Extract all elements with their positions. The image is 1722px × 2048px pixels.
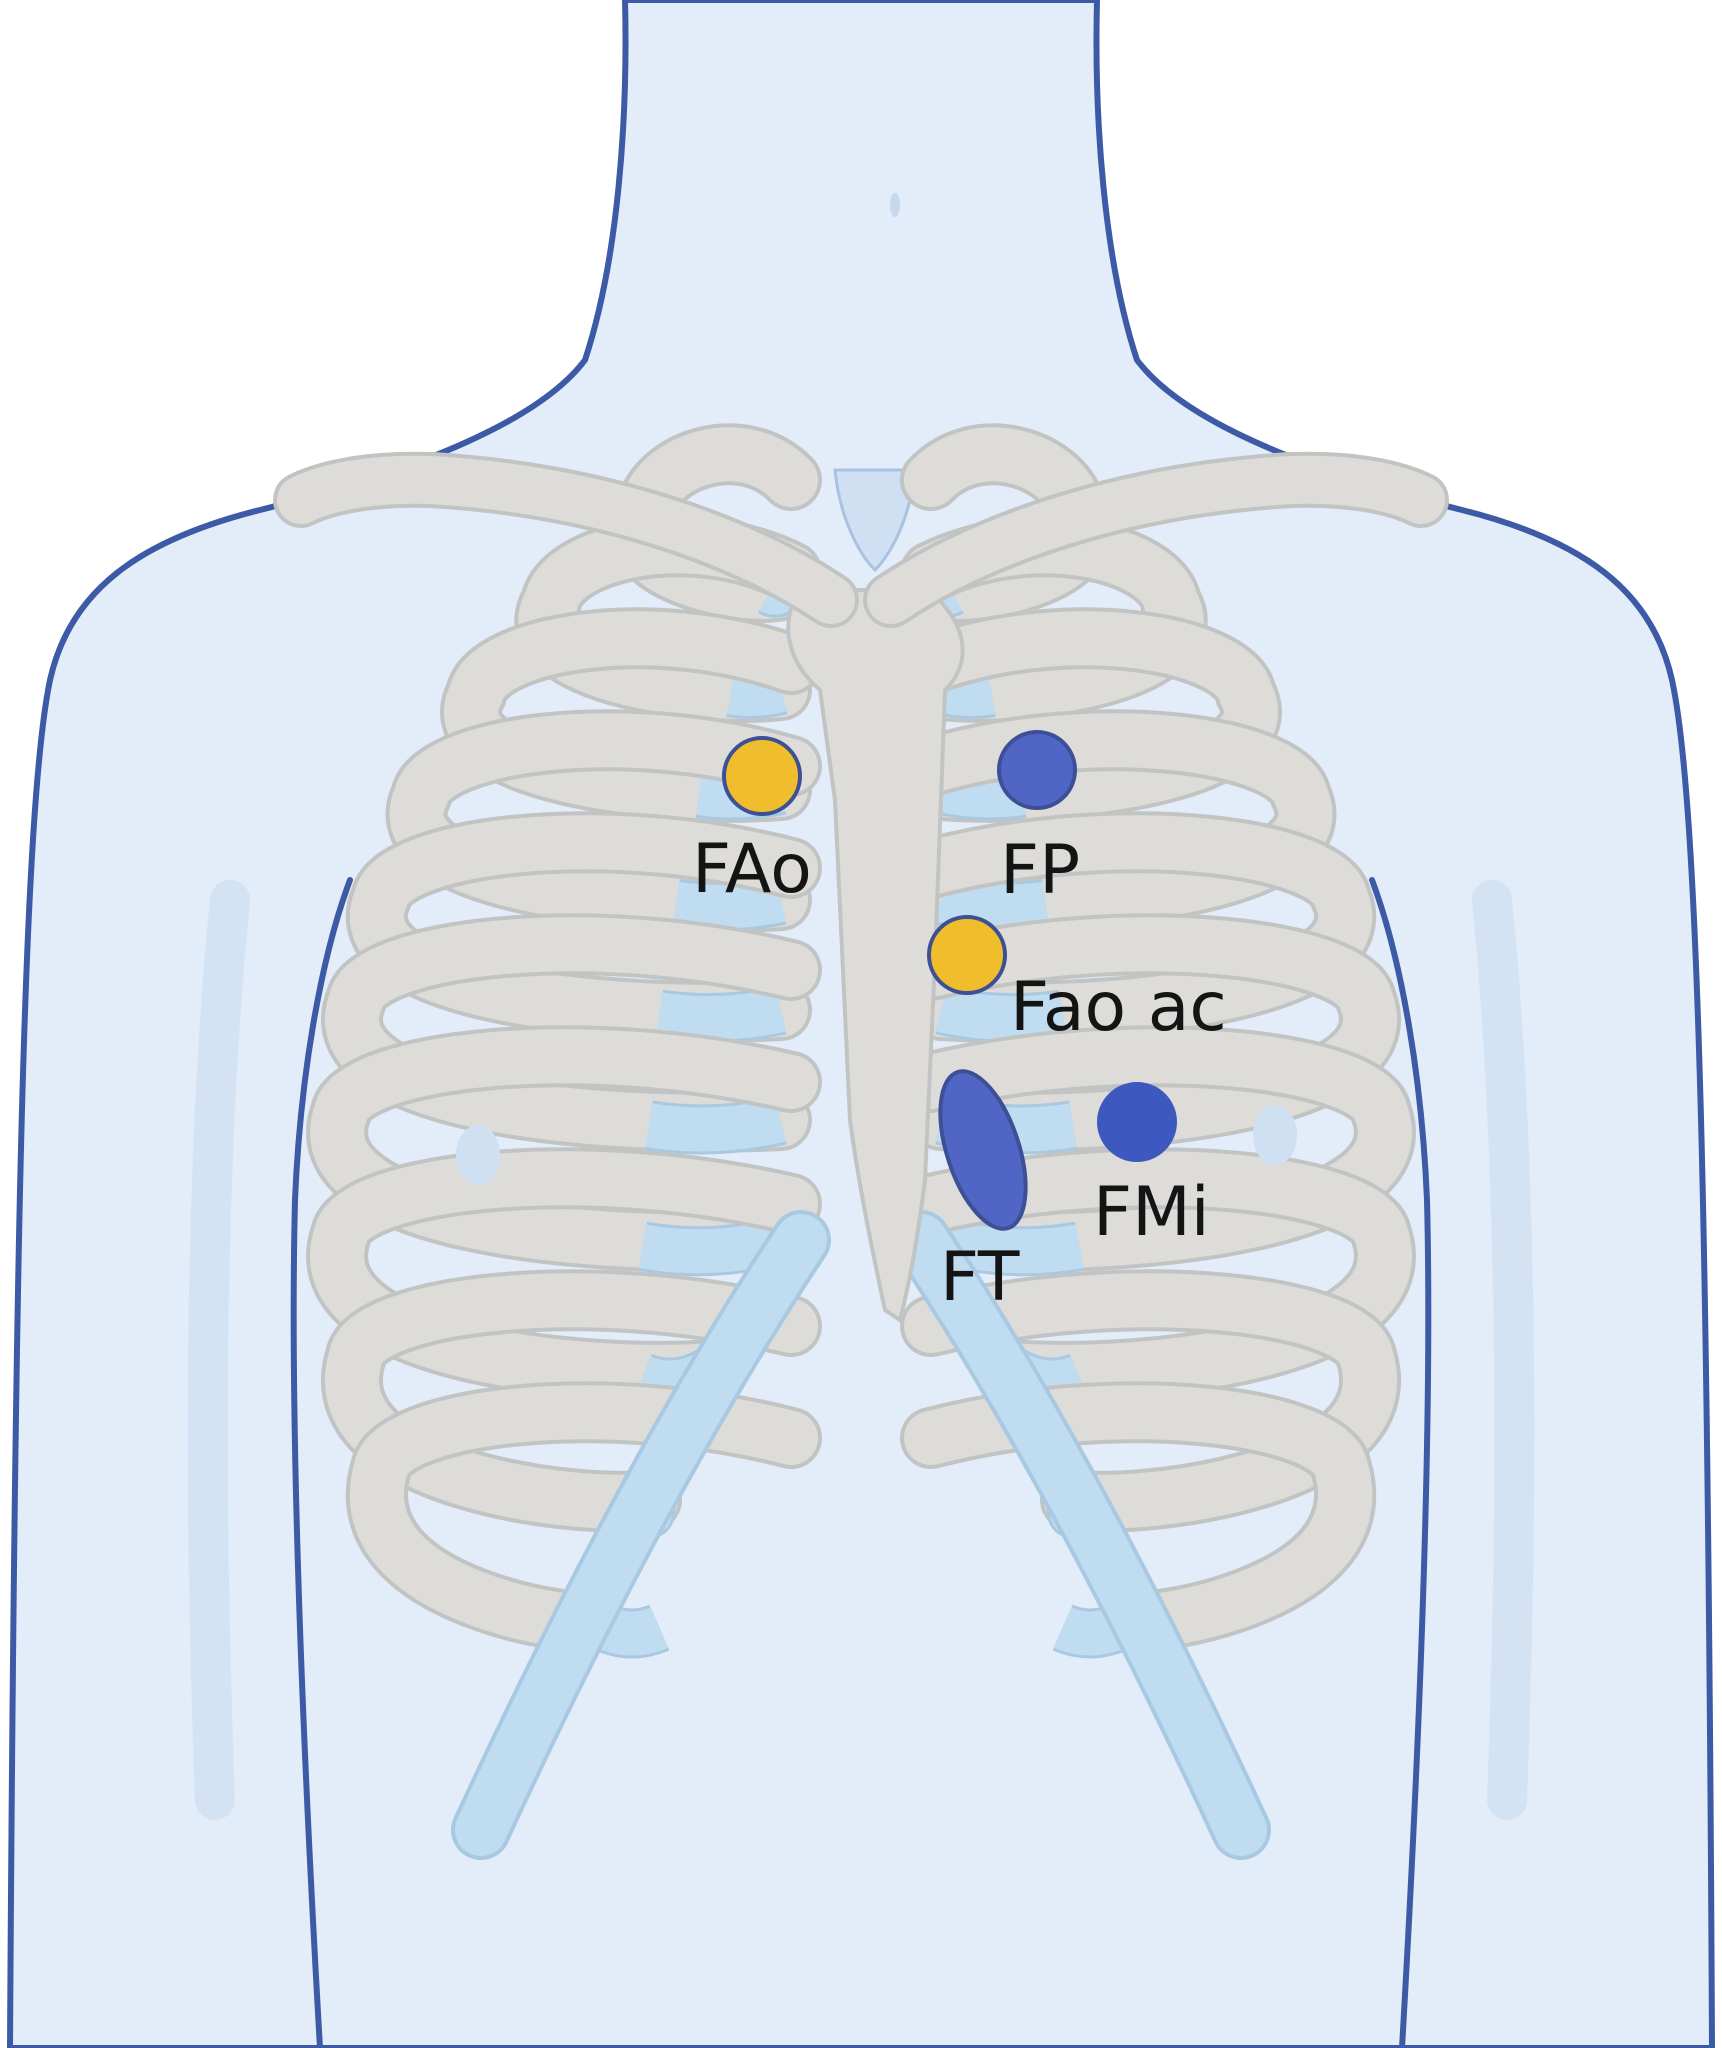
rib-bone (904, 1151, 1412, 1399)
nipples (456, 1105, 1297, 1185)
label-pulmonary: FP (1000, 831, 1080, 910)
sternum (786, 588, 965, 1324)
rib-bone (904, 815, 1373, 1039)
accessory-aortic-marker-icon (927, 915, 1007, 995)
rib-bone (350, 1385, 818, 1649)
costal-margin (455, 1214, 827, 1856)
rib-bone (349, 815, 818, 1039)
label-aortic: FAo (692, 830, 812, 909)
label-tricuspid: FT (940, 1238, 1020, 1317)
pulmonary-marker-icon (997, 730, 1077, 810)
costal-cartilage (645, 1098, 787, 1152)
tricuspid-marker-icon (938, 1069, 1028, 1231)
label-mitral: FMi (1093, 1173, 1210, 1252)
rib-bone (389, 713, 818, 929)
rib-bone (904, 611, 1278, 819)
auscultation-markers (722, 730, 1177, 1231)
costal-cartilage (673, 878, 786, 929)
costal-cartilage (656, 988, 786, 1041)
arm-outlines (290, 877, 1432, 2048)
costal-cartilage (936, 878, 1049, 929)
costal-margin (895, 1214, 1267, 1856)
label-accessory-aortic: Fao ac (1010, 968, 1227, 1047)
rib-bone (904, 1029, 1412, 1269)
clavicles (273, 451, 1449, 628)
rib-bone (444, 611, 818, 819)
sternum-body (786, 588, 965, 1324)
rib-bone (904, 1273, 1397, 1529)
aortic-marker-icon (722, 736, 802, 816)
rib-bone (325, 917, 818, 1149)
clavicle-bone (867, 455, 1445, 624)
clavicle-bone (277, 455, 855, 624)
rib-bone (904, 713, 1333, 929)
rib-bone (325, 1273, 818, 1529)
marker-labels: FAo FP Fao ac FT FMi (692, 830, 1227, 1317)
rib-bone (310, 1029, 818, 1269)
rib-bone (310, 1151, 818, 1399)
rib-bone (904, 1385, 1372, 1649)
costal-cartilage (936, 988, 1066, 1041)
mitral-marker-icon (1097, 1082, 1177, 1162)
arm-shading (187, 880, 1535, 1820)
